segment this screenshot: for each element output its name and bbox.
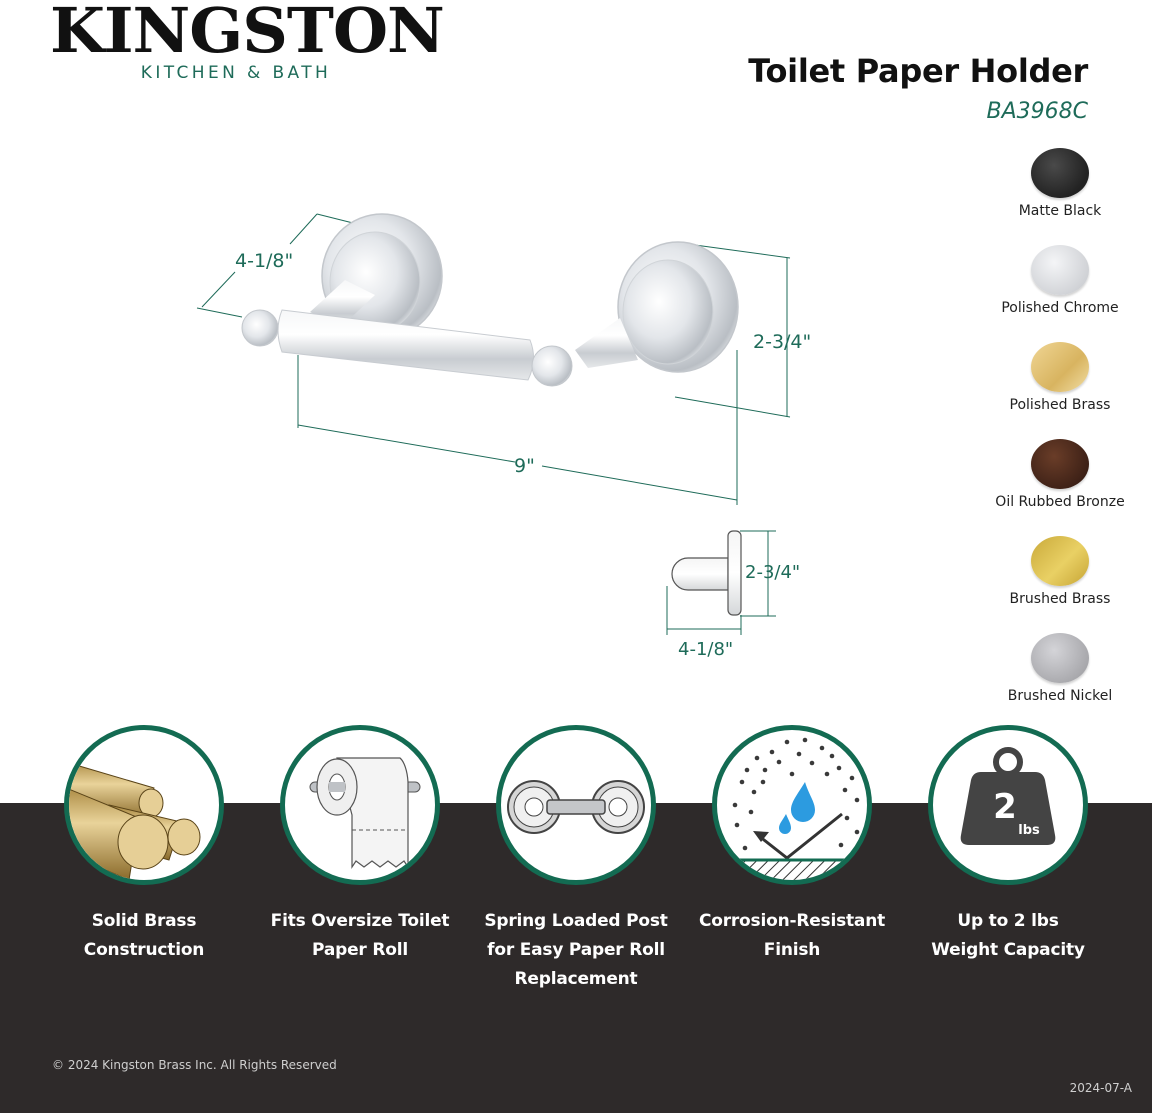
feature-weight-capacity: 2 lbs Up to 2 lbs Weight Capacity <box>900 725 1116 965</box>
finish-label: Brushed Brass <box>1009 591 1111 607</box>
brand-logo: KINGSTON KITCHEN & BATH <box>50 0 445 83</box>
finish-label: Matte Black <box>1018 203 1102 219</box>
side-height-dimension-label: 2-3/4" <box>745 562 800 583</box>
feature-title-line: Replacement <box>514 969 638 989</box>
feature-title-line: Up to 2 lbs <box>957 911 1059 931</box>
height-dimension-label: 2-3/4" <box>753 331 811 353</box>
feature-title-line: Weight Capacity <box>931 940 1085 960</box>
finish-option-brushed-brass[interactable]: Brushed Brass <box>980 536 1140 607</box>
feature-title-line: Paper Roll <box>312 940 408 960</box>
feature-title-line: Solid Brass <box>91 911 197 931</box>
oil-rubbed-bronze-swatch <box>1031 439 1089 489</box>
brass-rods-icon <box>64 725 224 885</box>
copyright-notice: © 2024 Kingston Brass Inc. All Rights Re… <box>52 1058 337 1072</box>
brand-subtitle: KITCHEN & BATH <box>140 63 332 83</box>
feature-title-line: Spring Loaded Post <box>484 911 668 931</box>
weight-value: 2 <box>993 787 1017 827</box>
matte-black-swatch <box>1031 148 1089 198</box>
feature-title-line: Construction <box>83 940 205 960</box>
feature-oversize-roll: Fits Oversize Toilet Paper Roll <box>252 725 468 965</box>
side-view-drawing: 2-3/4" 4-1/8" <box>650 520 820 665</box>
feature-title-line: Fits Oversize Toilet <box>270 911 450 931</box>
finish-option-polished-brass[interactable]: Polished Brass <box>980 342 1140 413</box>
finish-label: Brushed Nickel <box>1007 688 1113 704</box>
feature-title-line: Finish <box>763 940 821 960</box>
toilet-paper-holder-illustration: 4-1/8" 2-3/4" 9" <box>196 213 811 505</box>
polished-chrome-swatch <box>1031 245 1089 295</box>
toilet-paper-roll-icon <box>280 725 440 885</box>
product-title: Toilet Paper Holder <box>748 52 1088 90</box>
feature-spring-loaded-post: Spring Loaded Post for Easy Paper Roll R… <box>468 725 684 994</box>
finish-label: Polished Chrome <box>1001 300 1119 316</box>
finish-label: Oil Rubbed Bronze <box>995 494 1125 510</box>
feature-solid-brass: Solid Brass Construction <box>36 725 252 965</box>
depth-dimension-label: 4-1/8" <box>235 250 293 272</box>
product-sku: BA3968C <box>986 99 1089 124</box>
product-dimension-drawing: 4-1/8" 2-3/4" 9" <box>190 200 820 510</box>
feature-title-line: for Easy Paper Roll <box>487 940 665 960</box>
document-code: 2024-07-A <box>1069 1081 1132 1095</box>
finish-option-oil-rubbed-bronze[interactable]: Oil Rubbed Bronze <box>980 439 1140 510</box>
brushed-nickel-swatch <box>1031 633 1089 683</box>
finish-option-polished-chrome[interactable]: Polished Chrome <box>980 245 1140 316</box>
brand-name: KINGSTON <box>50 0 445 67</box>
spring-post-icon <box>496 725 656 885</box>
weight-unit: lbs <box>1018 823 1040 838</box>
feature-corrosion-resistant: Corrosion-Resistant Finish <box>684 725 900 965</box>
corrosion-resistant-icon <box>712 725 872 885</box>
finish-option-matte-black[interactable]: Matte Black <box>980 148 1140 219</box>
brushed-brass-swatch <box>1031 536 1089 586</box>
finish-label: Polished Brass <box>1009 397 1111 413</box>
weight-icon: 2 lbs <box>928 725 1088 885</box>
width-dimension-label: 9" <box>514 455 535 477</box>
finish-option-brushed-nickel[interactable]: Brushed Nickel <box>980 633 1140 704</box>
polished-brass-swatch <box>1031 342 1089 392</box>
feature-title-line: Corrosion-Resistant <box>698 911 886 931</box>
side-depth-dimension-label: 4-1/8" <box>678 639 733 660</box>
